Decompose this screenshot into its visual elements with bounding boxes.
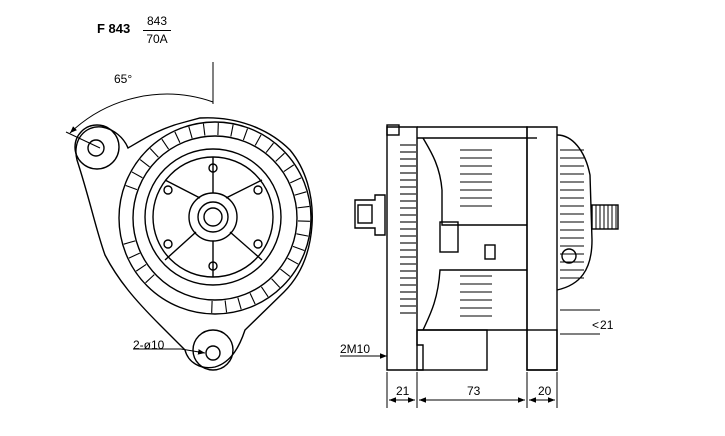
side-view — [340, 124, 619, 408]
fin-line — [271, 278, 281, 288]
fin-line — [294, 191, 307, 196]
fin-line — [188, 126, 193, 139]
fin-line — [254, 134, 262, 146]
fin-line — [161, 138, 170, 150]
fin-line — [296, 233, 309, 237]
fin-line — [202, 123, 206, 136]
fin-line — [123, 240, 136, 245]
mount-hole-label: 2-ø10 — [133, 338, 165, 352]
fin-line — [237, 297, 242, 310]
fraction-bottom: 70A — [146, 32, 168, 46]
fin-line — [135, 263, 147, 272]
mount-hole — [205, 345, 221, 361]
fin-line — [145, 274, 155, 284]
lower-mount-lug — [192, 329, 234, 371]
front-bearing-hub — [188, 192, 238, 242]
fin-line — [287, 257, 299, 265]
pulley-shaft — [591, 204, 619, 230]
fin-line — [174, 131, 181, 144]
angle-arc — [69, 93, 214, 134]
fin-line — [125, 184, 138, 191]
fin-line — [260, 286, 269, 298]
fraction-bar — [143, 30, 171, 31]
fin-line — [292, 245, 305, 252]
model-number: F 843 — [97, 21, 131, 36]
fin-line — [289, 177, 302, 184]
fin-line — [242, 128, 249, 141]
dim-rear-label: 20 — [538, 384, 552, 398]
fin-line — [139, 159, 150, 168]
fin-line — [230, 124, 234, 137]
front-view — [65, 62, 313, 371]
dim-body-label: 73 — [467, 384, 481, 398]
fin-line — [224, 300, 228, 313]
thread-label: 2M10 — [340, 342, 371, 356]
fin-line — [128, 252, 141, 259]
dim-height-label: < 21 — [592, 318, 614, 332]
front-housing-outline — [75, 117, 313, 369]
terminal-connector — [354, 194, 386, 236]
fin-line — [283, 164, 295, 173]
hole-leader — [180, 348, 206, 355]
fin-line — [149, 148, 159, 158]
fin-line — [297, 205, 310, 209]
rear-housing — [526, 126, 558, 371]
dim-front-label: 21 — [396, 384, 410, 398]
fin-line — [275, 152, 285, 162]
regulator — [439, 221, 459, 253]
fin-line — [249, 292, 256, 305]
dim-height-value: 21 — [600, 318, 614, 332]
angle-label: 65° — [114, 72, 133, 86]
fin-line — [265, 142, 274, 153]
fraction-top: 843 — [146, 14, 168, 28]
upper-mount-lug — [74, 124, 120, 170]
fin-line — [280, 268, 291, 277]
fin-line — [131, 171, 143, 179]
rating-fraction: 843 70A — [143, 14, 171, 47]
